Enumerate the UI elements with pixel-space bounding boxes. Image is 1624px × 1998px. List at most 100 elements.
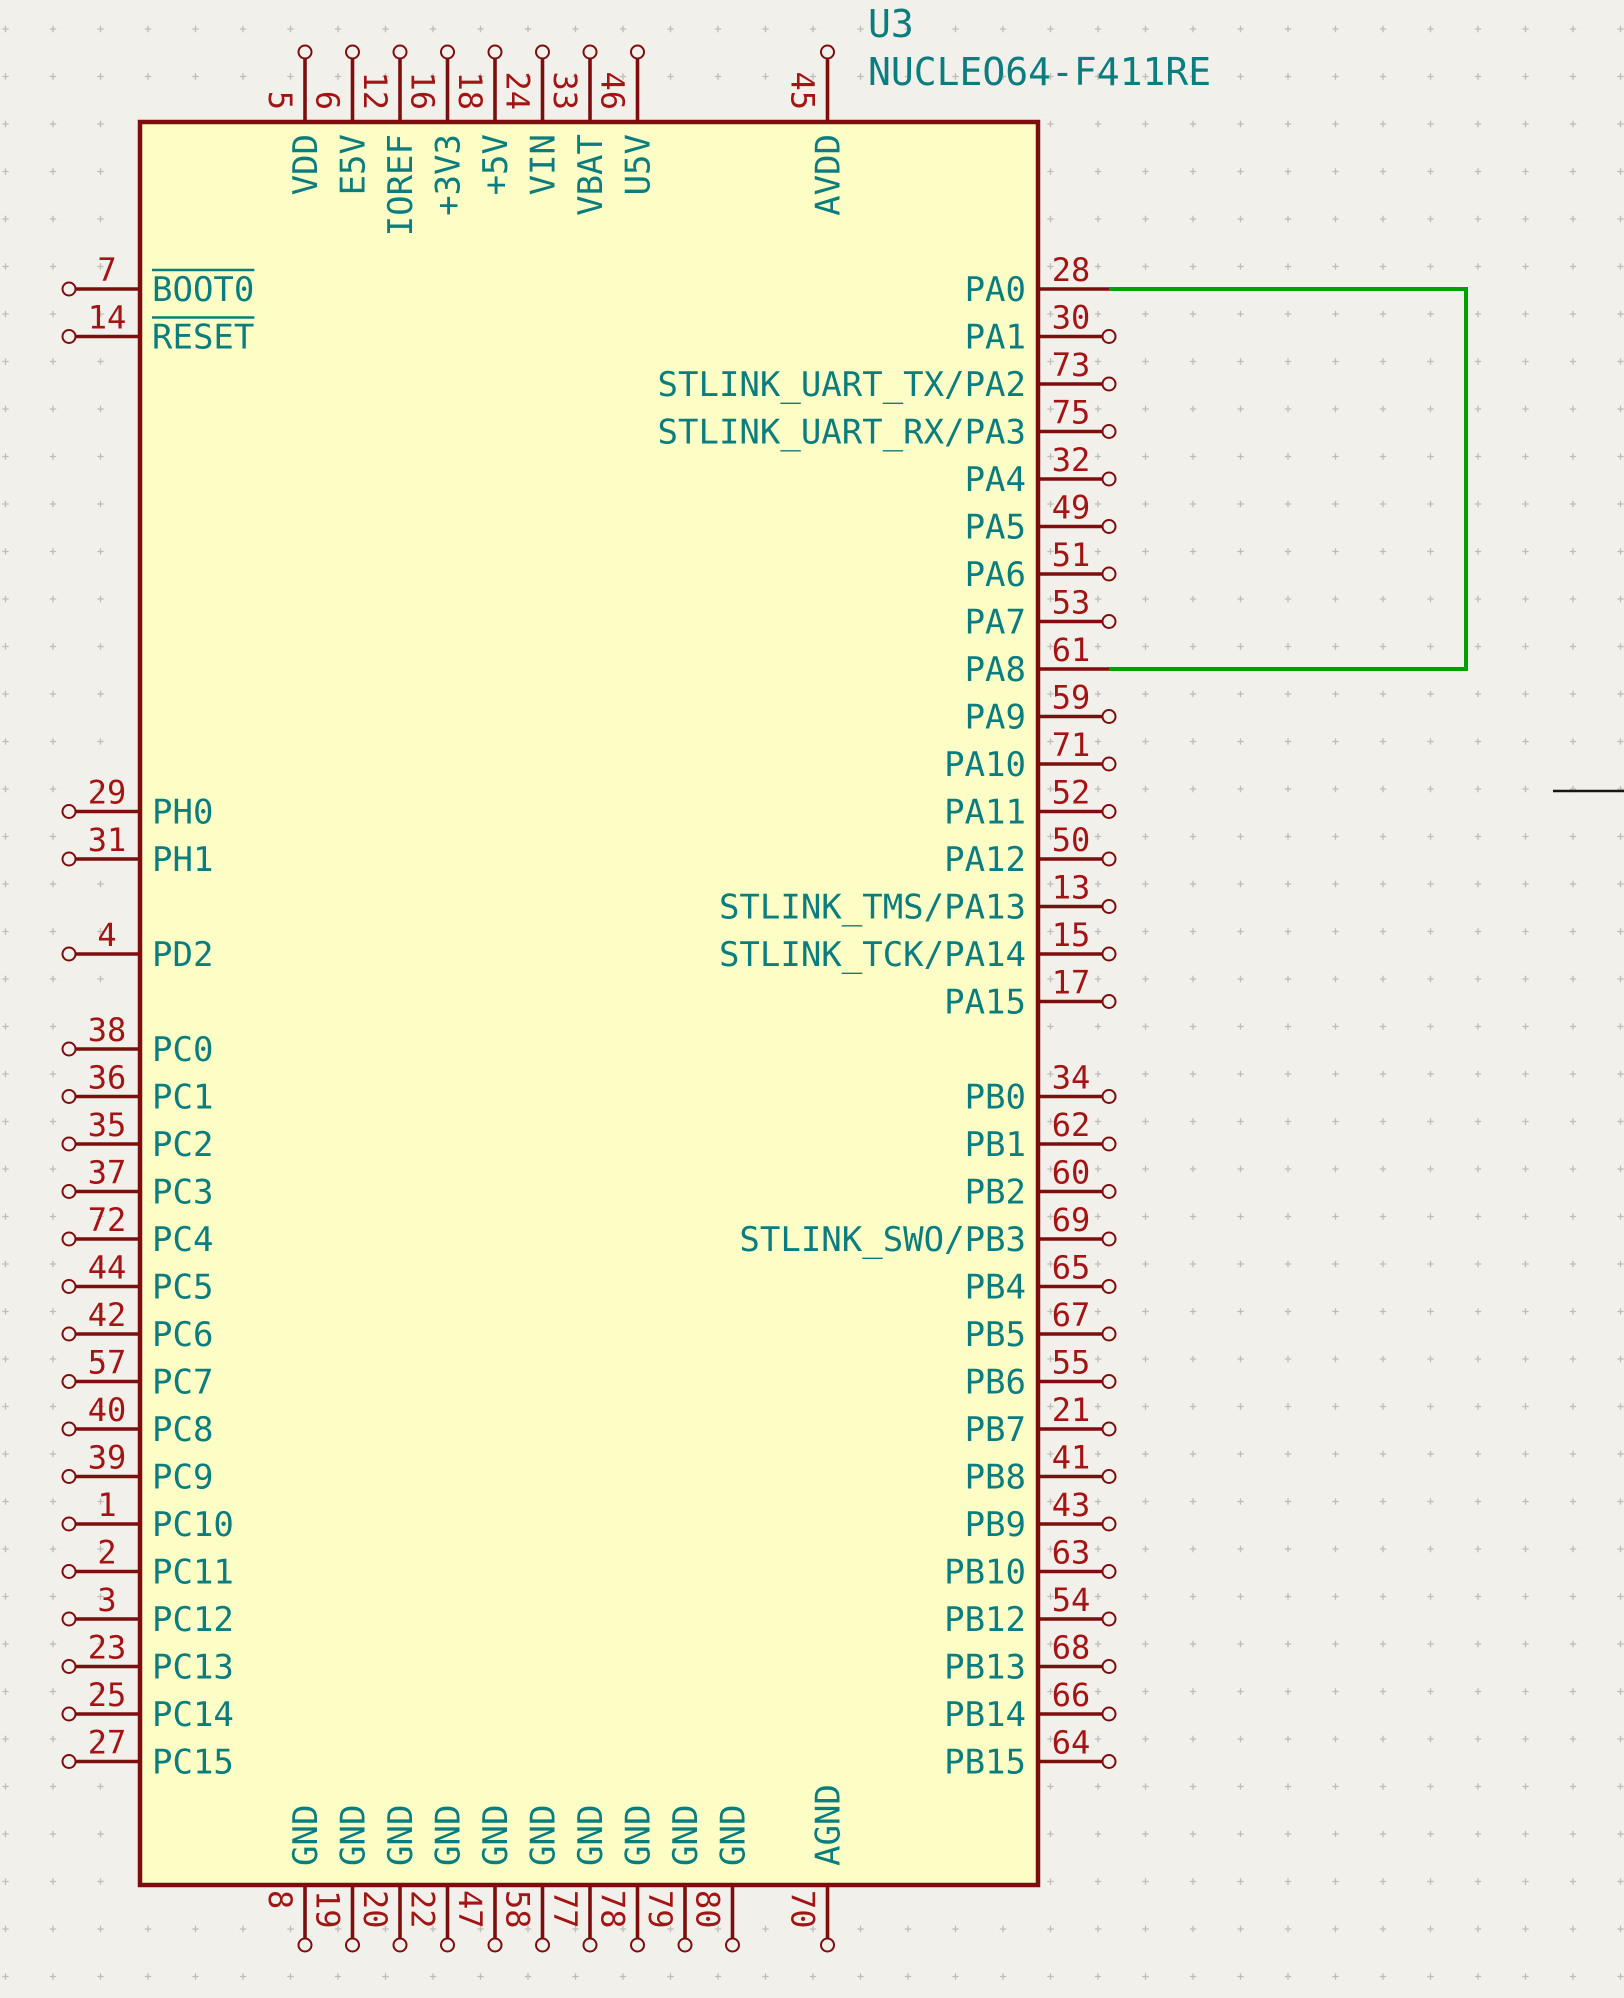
pin-end-circle [61, 1706, 77, 1722]
pin-number: 63 [1052, 1534, 1091, 1572]
pin-+5V[interactable]: 18+5V [451, 44, 516, 196]
pin-name: +3V3 [429, 134, 469, 216]
pin-end-circle [61, 1564, 77, 1579]
symbol-body[interactable] [137, 119, 1041, 1888]
pin-name: E5V [334, 134, 374, 195]
component-value[interactable]: NUCLEO64-F411RE [868, 50, 1211, 94]
reference-designator[interactable]: U3 [868, 2, 914, 46]
pin-number: 23 [88, 1629, 127, 1667]
pin-end-circle [1101, 1184, 1117, 1199]
pin-number: 12 [356, 71, 394, 110]
wire-pa0-pa8[interactable] [1109, 287, 1468, 671]
pin-name: GND [381, 1805, 421, 1866]
pin-+3V3[interactable]: 16+3V3 [404, 44, 469, 216]
pin-end-circle [725, 1937, 740, 1953]
pin-name: PC6 [152, 1315, 213, 1355]
pin-name: PA0 [965, 270, 1026, 310]
pin-number: 25 [88, 1676, 127, 1714]
pin-number: 51 [1052, 536, 1091, 574]
pin-name: GND [286, 1805, 326, 1866]
pin-number: 17 [1052, 964, 1091, 1002]
pin-number: 38 [88, 1011, 127, 1049]
pin-name: PB6 [965, 1363, 1026, 1403]
pin-name: PA5 [965, 508, 1026, 548]
pin-end-circle [440, 44, 455, 60]
pin-end-circle [1101, 1279, 1117, 1294]
pin-name: GND [429, 1805, 469, 1866]
pin-number: 65 [1052, 1249, 1091, 1287]
